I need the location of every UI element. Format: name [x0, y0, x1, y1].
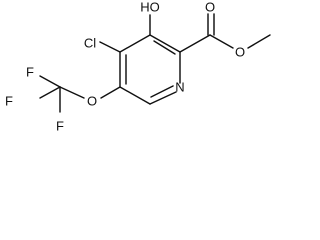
- carbonyl-oxygen-label: O: [205, 0, 215, 15]
- bond-n-c6-inner: [150, 85, 174, 98]
- bond-c2-carbonyl: [179, 34, 211, 53]
- fluorine-left-label: F: [5, 94, 13, 109]
- chlorine-label: Cl: [84, 36, 96, 51]
- bond-carbonyl-ester-o: [209, 34, 234, 49]
- bond-lines: [39, 13, 271, 113]
- fluorine-bottom-label: F: [56, 119, 64, 134]
- ether-oxygen-label: O: [87, 94, 97, 109]
- bond-c4-c3: [119, 34, 151, 53]
- atom-labels: HO Cl N O O O F F F: [5, 0, 245, 134]
- fluorine-top-label: F: [26, 65, 34, 80]
- bond-c6-c5: [119, 86, 151, 105]
- bond-n-c6: [149, 91, 177, 105]
- hydroxyl-label: HO: [140, 0, 160, 15]
- bond-cf3-f-top: [39, 75, 61, 88]
- bond-c5-ether-o: [100, 86, 121, 99]
- bond-c2-c3-inner: [153, 40, 176, 55]
- chemical-structure: HO Cl N O O O F F F: [5, 0, 271, 134]
- bond-ether-o-cf3: [59, 86, 85, 99]
- bond-cf3-f-left: [39, 86, 61, 99]
- bond-ester-o-methyl: [247, 34, 271, 49]
- ring-nitrogen-label: N: [175, 80, 184, 95]
- ester-oxygen-label: O: [235, 45, 245, 60]
- bond-c3-c2: [149, 34, 181, 53]
- bond-c4-cl: [99, 41, 121, 53]
